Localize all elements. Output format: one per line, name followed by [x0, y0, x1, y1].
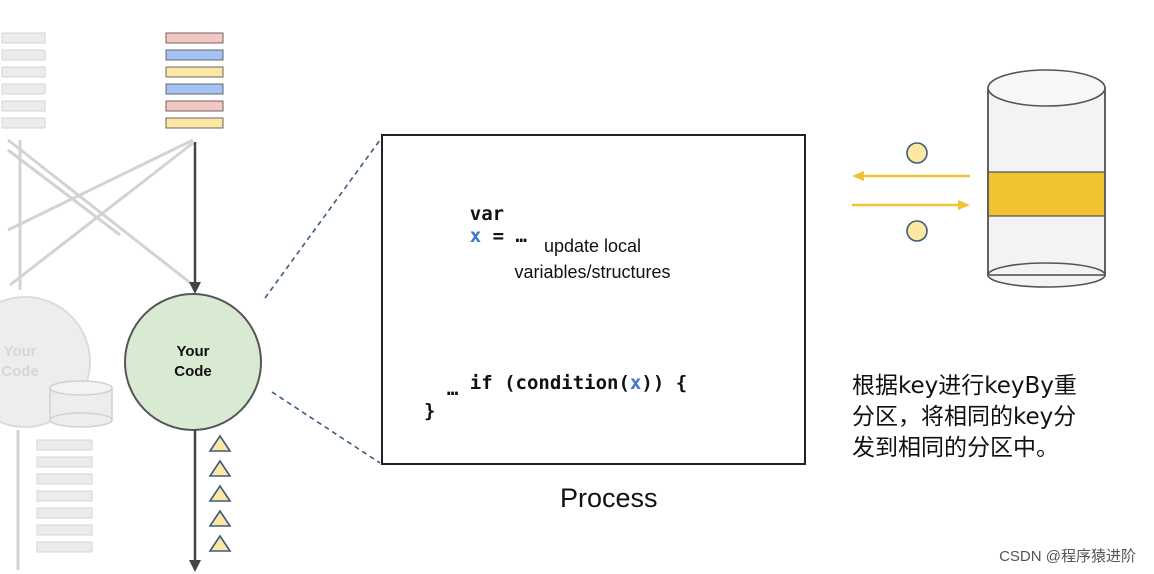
code-comment-line1: update local: [543, 236, 642, 256]
code-condition-var: x: [629, 372, 642, 394]
code-comment: update local variables/structures: [490, 233, 695, 285]
state-token-top: [906, 142, 928, 164]
process-box: [381, 134, 806, 465]
faded-node-label-line2: Code: [1, 363, 39, 380]
zoom-lines: [264, 139, 381, 464]
faded-state-cylinder: [49, 380, 113, 428]
faded-input-stack: [1, 32, 46, 129]
faded-node-label: Your Code: [0, 342, 48, 382]
state-read-arrow: [852, 171, 970, 181]
faded-output-stack: [36, 439, 93, 553]
description-line-3: 发到相同的分区中。: [852, 435, 1059, 461]
state-write-arrow: [852, 200, 970, 210]
code-node-label: Your Code: [163, 342, 223, 382]
code-line-declaration: var x = …: [424, 181, 527, 269]
state-store-cylinder: [987, 69, 1106, 288]
code-node: [124, 293, 262, 431]
code-if-condition: if (condition(: [469, 372, 630, 394]
code-condition-close: )) {: [641, 372, 688, 394]
process-label: Process: [560, 483, 658, 513]
code-node-label-line2: Code: [174, 363, 212, 380]
faded-node-label-line1: Your: [3, 343, 37, 360]
code-line-close: }: [424, 400, 436, 422]
output-arrow: [189, 430, 201, 572]
input-arrow: [189, 142, 201, 294]
code-keyword-var: var: [469, 203, 505, 225]
faded-connection-lines: [7, 138, 194, 290]
credit-watermark: CSDN @程序猿进阶: [999, 548, 1136, 565]
description-text: 根据key进行keyBy重 分区，将相同的key分 发到相同的分区中。: [852, 371, 1102, 464]
output-triangle-stack: [208, 434, 232, 552]
code-line-condition: if (condition(x)) {: [424, 350, 687, 416]
description-line-2: 分区，将相同的key分: [852, 404, 1077, 430]
description-line-1: 根据key进行keyBy重: [852, 373, 1077, 399]
code-line-body: …: [424, 378, 459, 400]
code-variable-x: x: [469, 225, 482, 247]
code-assignment: = …: [481, 225, 527, 247]
state-token-bottom: [906, 220, 928, 242]
input-record-stack: [165, 32, 224, 129]
code-node-label-line1: Your: [176, 343, 210, 360]
code-comment-line2: variables/structures: [514, 262, 671, 282]
